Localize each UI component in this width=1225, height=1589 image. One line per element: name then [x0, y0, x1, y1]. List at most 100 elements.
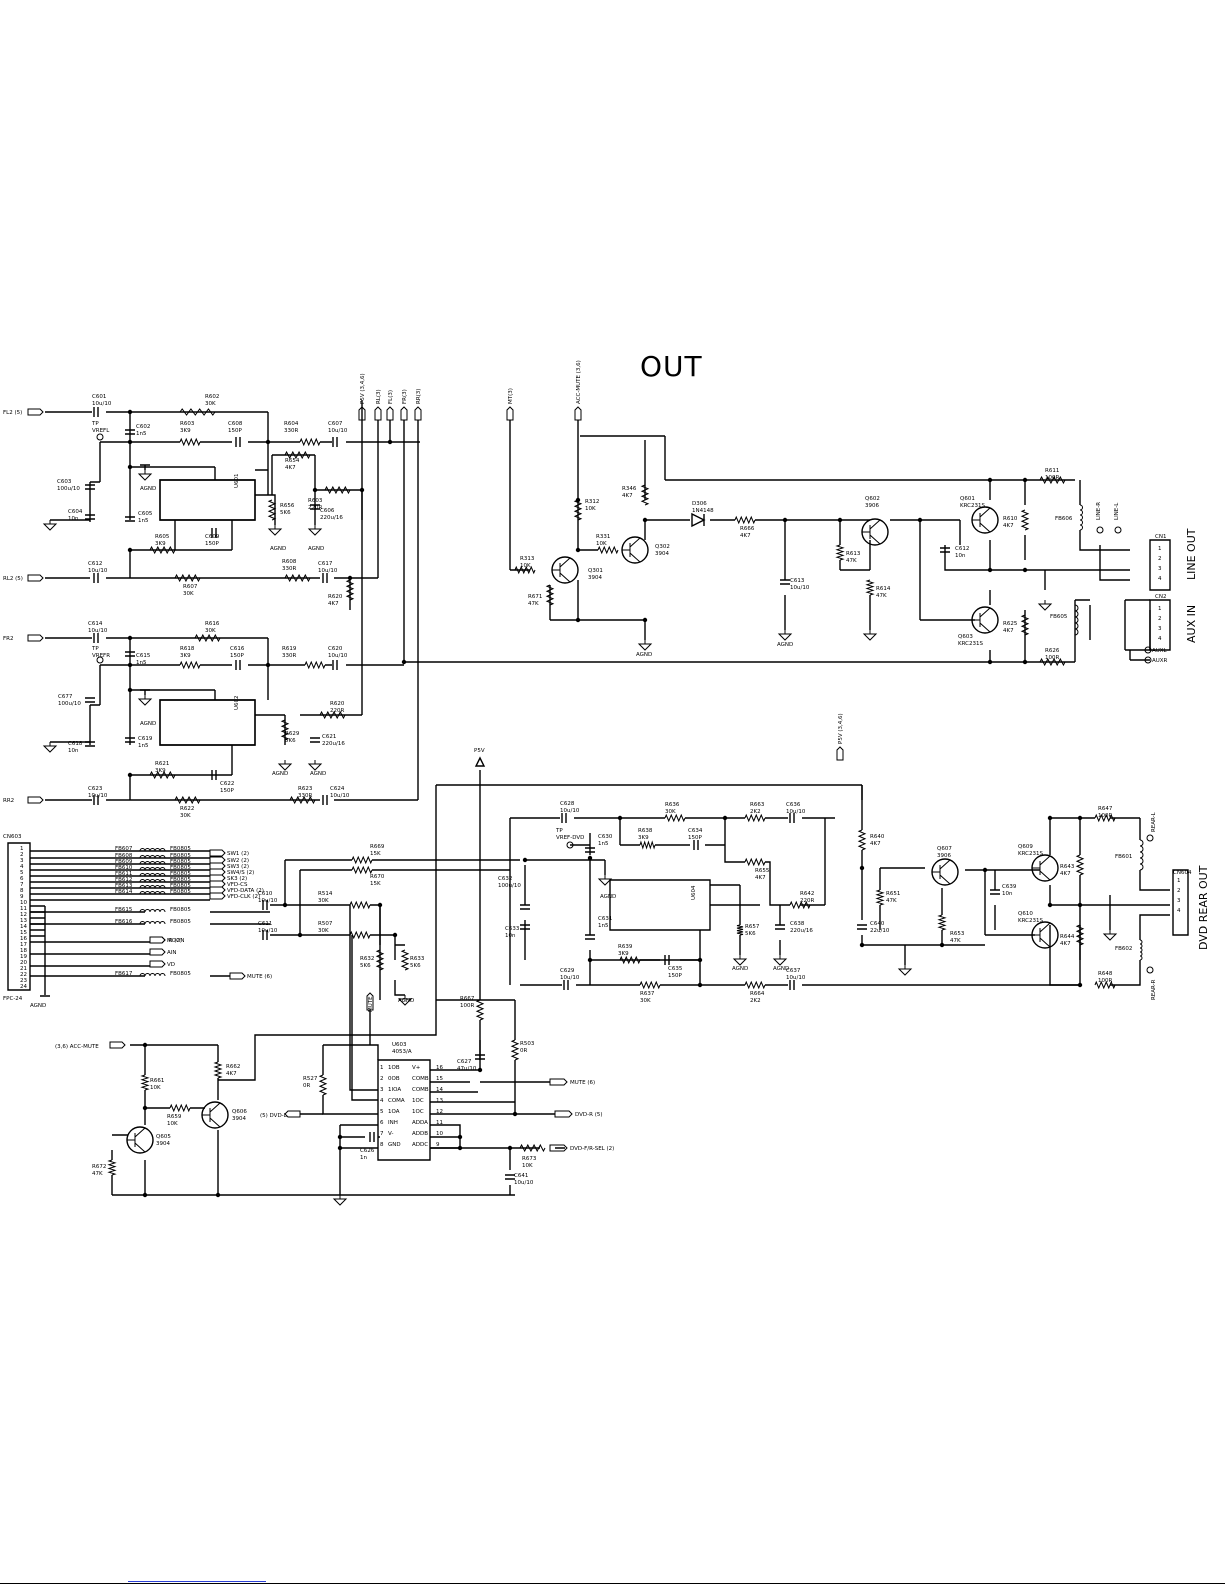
pin-number: 2	[20, 852, 24, 858]
part-label: 47K	[950, 938, 961, 944]
part-label: 4K7	[1003, 523, 1014, 529]
part-label: 10K	[520, 563, 531, 569]
test-point	[566, 841, 574, 849]
junction-dot	[127, 687, 133, 693]
ferrite-bead-symbol	[139, 873, 166, 877]
part-label: C601	[92, 394, 106, 400]
part-label: 47K	[876, 593, 887, 599]
part-label: C604	[68, 509, 83, 515]
ic-label: U602	[234, 695, 240, 710]
signal-flag	[229, 972, 246, 980]
bead-label: FB616	[115, 919, 133, 925]
part-label: Q609	[1018, 844, 1033, 850]
part-label: 30K	[665, 809, 676, 815]
part-label: 4K7	[755, 875, 766, 881]
part-label: 3K9	[638, 835, 649, 841]
resistor-symbol	[835, 544, 845, 561]
pin-number: 24	[20, 984, 27, 990]
part-label: VREF-DVD	[556, 835, 584, 841]
part-label: 30K	[205, 628, 216, 634]
part-label: 10K	[167, 1121, 178, 1127]
junction-dot	[617, 815, 623, 821]
signal-label: SW1 (2)	[227, 851, 249, 857]
ferrite-bead-symbol	[1139, 939, 1143, 961]
capacitor-symbol	[780, 579, 790, 585]
pin-number: 1	[20, 846, 24, 852]
part-label: R661	[150, 1078, 164, 1084]
part-label: TP	[91, 421, 99, 427]
part-label: 330R	[298, 793, 312, 799]
signal-flag	[149, 948, 166, 956]
junction-dot	[142, 1192, 148, 1198]
part-label: R610	[1003, 516, 1018, 522]
part-label: 150P	[668, 973, 682, 979]
part-label: C606	[320, 508, 335, 514]
pin-number: 1	[1177, 878, 1181, 884]
part-label: 4K7	[622, 493, 633, 499]
resistor-symbol	[865, 579, 875, 596]
capacitor-symbol	[125, 737, 135, 743]
part-label: 10u/10	[318, 568, 338, 574]
input-label: RR2	[3, 798, 14, 804]
junction-dot	[457, 1134, 463, 1140]
part-label: 1n5	[136, 660, 147, 666]
ferrite-bead-symbol	[1139, 839, 1144, 871]
signal-label: SW3 (2)	[227, 864, 249, 870]
part-label: R648	[1098, 971, 1113, 977]
net-flag-label: MT(3)	[508, 388, 514, 404]
part-label: 47K	[528, 601, 539, 607]
part-label: R651	[886, 891, 900, 897]
ground-symbol	[637, 640, 653, 651]
signal-flag	[209, 868, 226, 876]
net-flag	[414, 406, 422, 421]
junction-dot	[522, 857, 528, 863]
part-label: R669	[370, 844, 385, 850]
part-label: FB605	[1050, 614, 1068, 620]
pin-number: 13	[20, 918, 27, 924]
resistor-symbol	[1075, 924, 1085, 946]
part-label: R672	[92, 1164, 106, 1170]
part-label: C621	[322, 734, 336, 740]
capacitor-symbol	[93, 407, 99, 417]
part-label: R507	[318, 921, 333, 927]
part-label: KRC231S	[1018, 851, 1043, 857]
part-label: R666	[740, 526, 755, 532]
resistor-symbol	[280, 719, 290, 741]
ground-symbol	[772, 955, 788, 966]
resistor-symbol	[324, 485, 351, 495]
part-label: R623	[298, 786, 313, 792]
ground-symbol	[862, 630, 878, 641]
part-label: CN604	[1173, 870, 1192, 876]
part-label: R603	[308, 498, 323, 504]
junction-dot	[982, 867, 988, 873]
part-label: R346	[622, 486, 637, 492]
capacitor-symbol	[561, 813, 567, 823]
agnd-label: AGND	[398, 998, 414, 1004]
junction-dot	[587, 855, 593, 861]
part-label: C632	[498, 876, 512, 882]
part-label: R604	[284, 421, 299, 427]
resistor-symbol	[619, 955, 641, 965]
footer-link-underline[interactable]	[128, 1581, 266, 1582]
ground-symbol	[732, 955, 748, 966]
junction-dot	[377, 902, 383, 908]
part-label: C619	[138, 736, 153, 742]
junction-dot	[575, 497, 581, 503]
junction-dot	[457, 1145, 463, 1151]
part-label: 5K6	[410, 963, 421, 969]
ferrite-bead-symbol	[1074, 604, 1079, 636]
part-label: C640	[870, 921, 885, 927]
ic-label: U601	[234, 473, 240, 488]
resistor-symbol	[169, 1103, 191, 1113]
pin-name: V-	[388, 1131, 393, 1137]
capacitor-symbol	[211, 770, 217, 780]
resistor-symbol	[149, 770, 176, 780]
part-label: 10u/10	[328, 653, 348, 659]
part-label: 30K	[318, 928, 329, 934]
capacitor-symbol	[940, 547, 950, 553]
part-label: 5K6	[285, 738, 296, 744]
capacitor-symbol	[262, 900, 268, 910]
resistor-symbol	[299, 437, 321, 447]
part-label: 330R	[282, 653, 296, 659]
part-label: Q605	[156, 1134, 171, 1140]
